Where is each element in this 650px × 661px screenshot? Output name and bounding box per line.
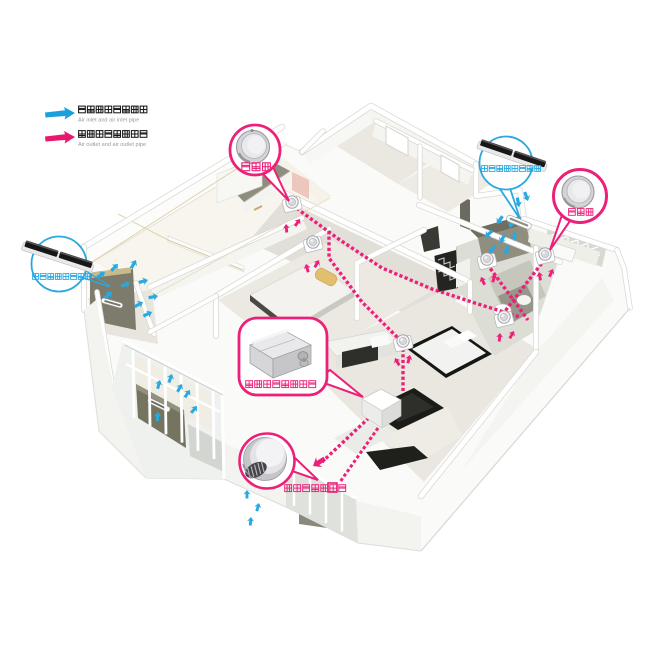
svg-text:Air inlet and air inlet pipe: Air inlet and air inlet pipe xyxy=(78,118,139,124)
svg-text:Air outlet and air outlet pipe: Air outlet and air outlet pipe xyxy=(78,142,146,148)
